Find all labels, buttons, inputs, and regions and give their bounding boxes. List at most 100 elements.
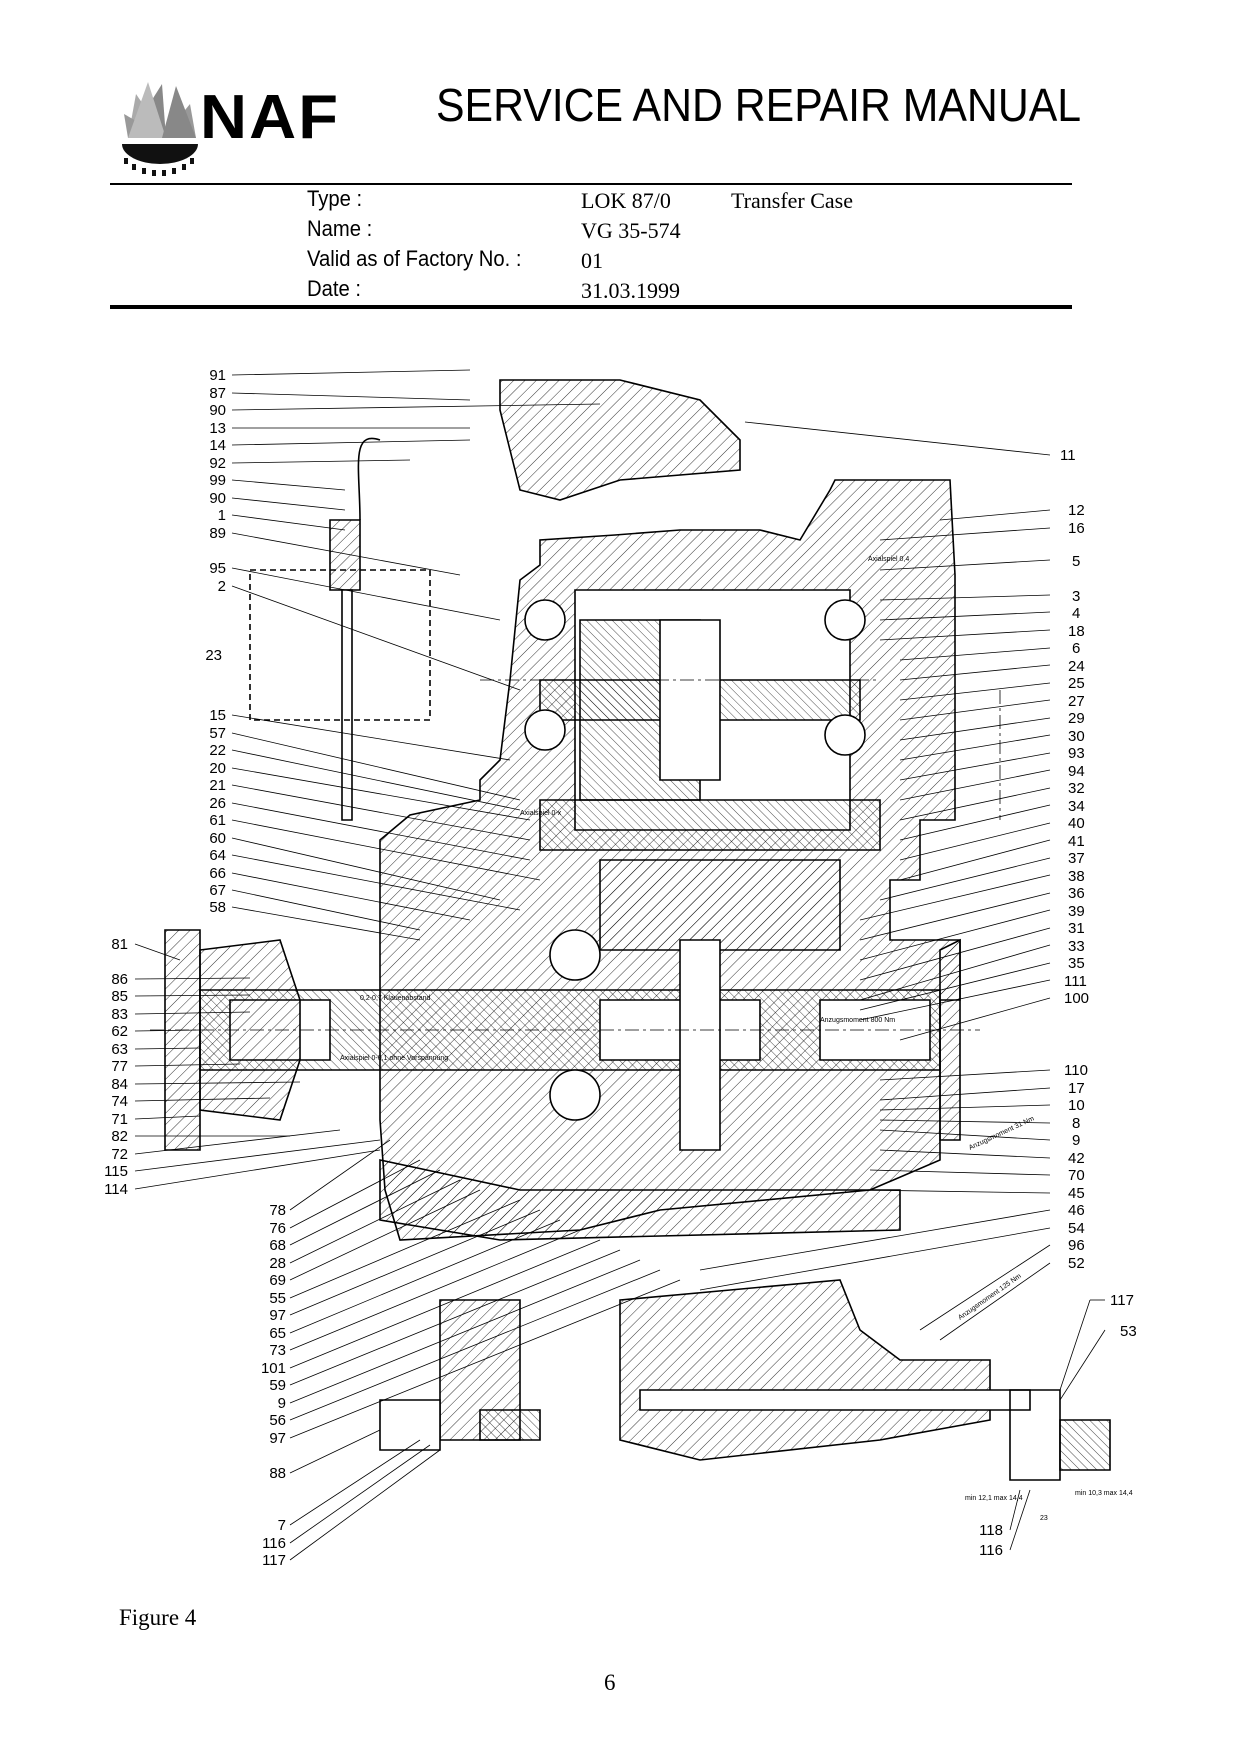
callout-54: 54 bbox=[1068, 1220, 1085, 1237]
callout-30: 30 bbox=[1068, 728, 1085, 745]
callout-55: 55 bbox=[269, 1290, 286, 1307]
callout-14: 14 bbox=[209, 437, 226, 454]
callout-93: 93 bbox=[1068, 745, 1085, 762]
callout-labels-left: 91 87 90 13 14 92 99 90 1 89 95 2 23 15 … bbox=[104, 367, 226, 1198]
callout-22: 22 bbox=[209, 742, 226, 759]
callout-37: 37 bbox=[1068, 850, 1085, 867]
callout-39: 39 bbox=[1068, 903, 1085, 920]
callout-11: 11 bbox=[1060, 447, 1076, 464]
callout-78: 78 bbox=[269, 1202, 286, 1219]
page-title: SERVICE AND REPAIR MANUAL bbox=[436, 79, 1082, 131]
callout-117b: 117 bbox=[262, 1552, 286, 1569]
callout-87: 87 bbox=[209, 385, 226, 402]
callout-100: 100 bbox=[1064, 990, 1089, 1007]
callout-12: 12 bbox=[1068, 502, 1085, 519]
callout-10: 10 bbox=[1068, 1097, 1085, 1114]
page-number: 6 bbox=[604, 1670, 616, 1695]
callout-27: 27 bbox=[1068, 693, 1085, 710]
annotation-axial-play-top: Axialspiel 0-x bbox=[520, 810, 562, 817]
date-label: Date : bbox=[307, 276, 362, 301]
callout-2: 2 bbox=[218, 578, 226, 595]
callout-labels-lower: 78 76 68 28 69 55 97 65 73 101 59 9 56 9… bbox=[261, 1202, 1003, 1569]
callout-110: 110 bbox=[1064, 1062, 1088, 1079]
callout-84: 84 bbox=[111, 1076, 128, 1093]
annotation-torque-31: Anzugsmoment 31 Nm bbox=[968, 1115, 1036, 1152]
callout-13: 13 bbox=[209, 420, 226, 437]
callout-118: 118 bbox=[979, 1522, 1003, 1539]
callout-88: 88 bbox=[269, 1465, 286, 1482]
callout-81: 81 bbox=[111, 936, 128, 953]
callout-21: 21 bbox=[209, 777, 226, 794]
name-value: VG 35-574 bbox=[581, 218, 681, 243]
callout-82: 82 bbox=[111, 1128, 128, 1145]
callout-45: 45 bbox=[1068, 1185, 1085, 1202]
type-value: LOK 87/0 bbox=[581, 188, 671, 213]
callout-52: 52 bbox=[1068, 1255, 1085, 1272]
callout-57: 57 bbox=[209, 725, 226, 742]
callout-32: 32 bbox=[1068, 780, 1085, 797]
callout-94: 94 bbox=[1068, 763, 1085, 780]
callout-24: 24 bbox=[1068, 658, 1085, 675]
callout-90: 90 bbox=[209, 490, 226, 507]
naf-emblem-icon bbox=[120, 82, 198, 176]
callout-77: 77 bbox=[111, 1058, 128, 1075]
callout-101: 101 bbox=[261, 1360, 286, 1377]
leader-lines bbox=[134, 369, 1106, 1561]
callout-40: 40 bbox=[1068, 815, 1085, 832]
callout-20: 20 bbox=[209, 760, 226, 777]
callout-18: 18 bbox=[1068, 623, 1085, 640]
naf-logo bbox=[120, 82, 198, 176]
callout-83: 83 bbox=[111, 1006, 128, 1023]
housing-section bbox=[164, 379, 1111, 1481]
callout-28: 28 bbox=[269, 1255, 286, 1272]
callout-23: 23 bbox=[205, 647, 222, 664]
callout-4: 4 bbox=[1072, 605, 1080, 622]
type-label: Type : bbox=[307, 186, 363, 211]
callout-91: 91 bbox=[209, 367, 226, 384]
callout-115: 115 bbox=[104, 1163, 128, 1180]
callout-3: 3 bbox=[1072, 588, 1080, 605]
callout-59: 59 bbox=[269, 1377, 286, 1394]
callout-9: 9 bbox=[1072, 1132, 1080, 1149]
header-rule-bottom bbox=[110, 305, 1072, 309]
annotation-axial-preload: Axialspiel 0-0,1 ohne Vorspannung bbox=[340, 1055, 448, 1062]
callout-65: 65 bbox=[269, 1325, 286, 1342]
callout-62: 62 bbox=[111, 1023, 128, 1040]
callout-68: 68 bbox=[269, 1237, 286, 1254]
callout-58: 58 bbox=[209, 899, 226, 916]
callout-17: 17 bbox=[1068, 1080, 1085, 1097]
type-description: Transfer Case bbox=[731, 188, 853, 213]
callout-9b: 9 bbox=[278, 1395, 286, 1412]
callout-29: 29 bbox=[1068, 710, 1085, 727]
callout-63: 63 bbox=[111, 1041, 128, 1058]
callout-56: 56 bbox=[269, 1412, 286, 1429]
callout-117: 117 bbox=[1110, 1292, 1134, 1309]
callout-33: 33 bbox=[1068, 938, 1085, 955]
date-value: 31.03.1999 bbox=[581, 278, 680, 303]
callout-89: 89 bbox=[209, 525, 226, 542]
callout-41: 41 bbox=[1068, 833, 1085, 850]
callout-111: 111 bbox=[1064, 973, 1087, 990]
callout-15: 15 bbox=[209, 707, 226, 724]
annotation-dimension-min-max-1: min 12,1 max 14,4 bbox=[965, 1495, 1023, 1502]
figure-caption: Figure 4 bbox=[119, 1605, 197, 1630]
callout-72: 72 bbox=[111, 1146, 128, 1163]
name-label: Name : bbox=[307, 216, 373, 241]
callout-25: 25 bbox=[1068, 675, 1085, 692]
callout-16: 16 bbox=[1068, 520, 1085, 537]
callout-97b: 97 bbox=[269, 1430, 286, 1447]
callout-46: 46 bbox=[1068, 1202, 1085, 1219]
callout-95: 95 bbox=[209, 560, 226, 577]
header-rule-top bbox=[110, 183, 1072, 185]
callout-114: 114 bbox=[104, 1181, 128, 1198]
callout-86: 86 bbox=[111, 971, 128, 988]
callout-99: 99 bbox=[209, 472, 226, 489]
callout-116: 116 bbox=[262, 1535, 286, 1552]
callout-90: 90 bbox=[209, 402, 226, 419]
callout-36: 36 bbox=[1068, 885, 1085, 902]
callout-66: 66 bbox=[209, 865, 226, 882]
callout-85: 85 bbox=[111, 988, 128, 1005]
annotation-dimension-min-max-2: min 10,3 max 14,4 bbox=[1075, 1490, 1133, 1497]
callout-76: 76 bbox=[269, 1220, 286, 1237]
